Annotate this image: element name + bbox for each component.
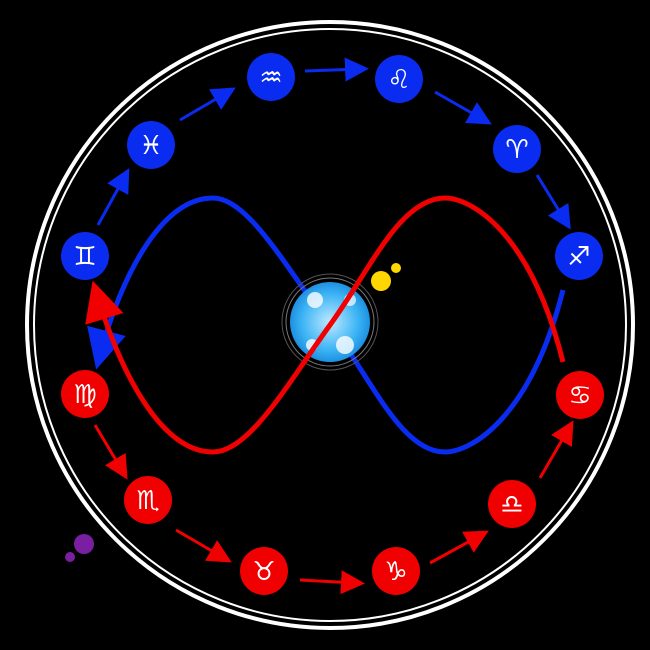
pisces-badge <box>127 121 175 169</box>
sun-large <box>371 271 391 291</box>
sign-capricorn: ♑ <box>372 547 420 595</box>
cancer-badge <box>556 371 604 419</box>
sign-virgo: ♍ <box>61 370 109 418</box>
blue-arrows <box>96 57 571 230</box>
sign-pisces: ♓ <box>127 121 175 169</box>
red-arrows <box>93 420 574 595</box>
aquarius-icon: ♒ <box>259 63 282 93</box>
gemini-icon: ♊ <box>73 242 96 272</box>
sign-aquarius: ♒ <box>247 53 295 101</box>
inner-ring <box>33 28 627 622</box>
pisces-icon: ♓ <box>139 131 162 161</box>
planet-large <box>74 534 94 554</box>
libra-badge <box>488 480 536 528</box>
aries-icon: ♈ <box>505 135 528 165</box>
sign-sagittarius: ♐ <box>555 232 603 280</box>
sign-scorpio: ♏ <box>124 476 172 524</box>
sign-leo: ♌ <box>375 55 423 103</box>
cancer-icon: ♋ <box>568 381 591 411</box>
leo-badge <box>375 55 423 103</box>
outer-ring <box>25 20 635 630</box>
sagittarius-badge <box>555 232 603 280</box>
taurus-icon: ♉ <box>252 557 275 587</box>
sign-cancer: ♋ <box>556 371 604 419</box>
sign-libra: ♎ <box>488 480 536 528</box>
red-curve <box>85 195 566 455</box>
aries-badge <box>493 125 541 173</box>
capricorn-icon: ♑ <box>384 557 407 587</box>
capricorn-badge <box>372 547 420 595</box>
sign-taurus: ♉ <box>240 547 288 595</box>
sign-aries: ♈ <box>493 125 541 173</box>
sagittarius-icon: ♐ <box>567 242 590 272</box>
libra-icon: ♎ <box>500 490 523 520</box>
scorpio-badge <box>124 476 172 524</box>
sun-small <box>391 263 401 273</box>
scorpio-icon: ♏ <box>136 486 159 516</box>
gemini-badge <box>61 232 109 280</box>
aquarius-badge <box>247 53 295 101</box>
sign-gemini: ♊ <box>61 232 109 280</box>
virgo-badge <box>61 370 109 418</box>
virgo-icon: ♍ <box>73 380 96 410</box>
taurus-badge <box>240 547 288 595</box>
leo-icon: ♌ <box>387 65 410 95</box>
planet-small <box>65 552 75 562</box>
